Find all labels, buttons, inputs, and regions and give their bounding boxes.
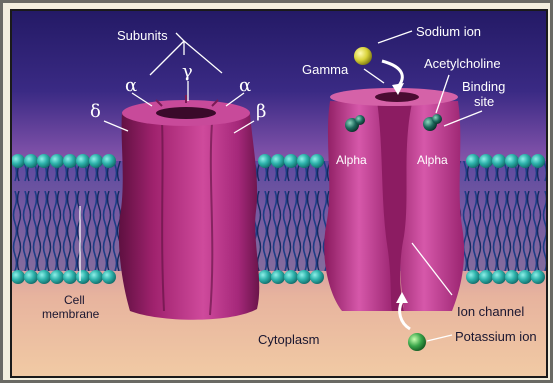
- lipid-head: [297, 154, 311, 168]
- lipid-head: [76, 270, 90, 284]
- delta-symbol: δ: [90, 101, 101, 122]
- lipid-head: [310, 270, 324, 284]
- lipid-head: [271, 154, 285, 168]
- lipid-head: [492, 270, 506, 284]
- cell-membrane-label-line1: Cell: [64, 293, 85, 307]
- beta-symbol: β: [256, 101, 266, 122]
- potassium-ion-label: Potassium ion: [455, 329, 537, 344]
- binding-site-label-line2: site: [474, 94, 494, 109]
- receptor-diagram: Subunits γ α α δ β Gamma Sodium ion Acet…: [12, 11, 546, 376]
- cytoplasm-label: Cytoplasm: [258, 332, 319, 347]
- lipid-head: [505, 270, 519, 284]
- lipid-head: [531, 270, 545, 284]
- ion-channel-label: Ion channel: [457, 304, 524, 319]
- lipid-head: [102, 154, 116, 168]
- lipid-head: [50, 270, 64, 284]
- lipid-head: [63, 270, 77, 284]
- lipid-head: [297, 270, 311, 284]
- lipid-head: [24, 154, 38, 168]
- lipid-head: [284, 270, 298, 284]
- lipid-head: [518, 270, 532, 284]
- lipid-head: [89, 154, 103, 168]
- receptor-open: [324, 88, 464, 311]
- alpha-label-right: Alpha: [417, 153, 448, 167]
- sodium-ion-label: Sodium ion: [416, 24, 481, 39]
- lipid-head: [63, 154, 77, 168]
- lipid-head: [479, 154, 493, 168]
- acetylcholine-label: Acetylcholine: [424, 56, 501, 71]
- lipid-head: [89, 270, 103, 284]
- lipid-head: [76, 154, 90, 168]
- lipid-head: [37, 270, 51, 284]
- lipid-head: [531, 154, 545, 168]
- lipid-head: [310, 154, 324, 168]
- lipid-head: [479, 270, 493, 284]
- receptor-closed: [119, 95, 259, 320]
- lipid-head: [466, 270, 480, 284]
- lipid-head: [37, 154, 51, 168]
- subunits-label: Subunits: [117, 28, 168, 43]
- diagram-canvas: Subunits γ α α δ β Gamma Sodium ion Acet…: [10, 9, 548, 378]
- potassium-ion: [408, 333, 426, 351]
- lipid-head: [518, 154, 532, 168]
- lipid-head: [466, 154, 480, 168]
- alpha-symbol-right: α: [239, 75, 251, 96]
- lipid-head: [258, 270, 272, 284]
- lipid-head: [102, 270, 116, 284]
- alpha-symbol-left: α: [125, 75, 137, 96]
- gamma-symbol: γ: [182, 61, 193, 82]
- lipid-head: [24, 270, 38, 284]
- gamma-label: Gamma: [302, 62, 349, 77]
- cell-membrane-label-line2: membrane: [42, 307, 100, 321]
- lipid-head: [271, 270, 285, 284]
- binding-site-label-line1: Binding: [462, 79, 505, 94]
- sodium-ion: [354, 47, 372, 65]
- alpha-label-left: Alpha: [336, 153, 367, 167]
- lipid-head: [492, 154, 506, 168]
- lipid-head: [258, 154, 272, 168]
- lipid-head: [284, 154, 298, 168]
- cell-membrane: [12, 154, 546, 284]
- lipid-head: [505, 154, 519, 168]
- lipid-head: [50, 154, 64, 168]
